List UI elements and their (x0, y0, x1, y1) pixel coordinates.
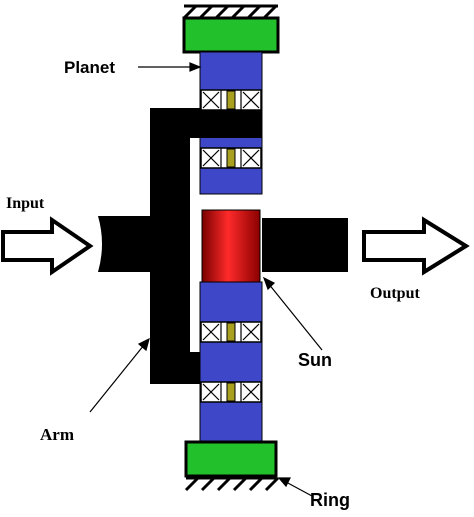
ring-leader (285, 481, 313, 497)
input-shaft (98, 216, 150, 272)
arm-label: Arm (40, 425, 74, 444)
bottom-ground-hatch-icon (184, 476, 280, 492)
planet-leader-arrowhead-icon (189, 62, 202, 72)
output-shaft (262, 218, 348, 272)
arm-leader (89, 344, 145, 413)
bearing-icon (200, 89, 262, 111)
planet-bottom (199, 281, 263, 443)
bearing-icon (200, 147, 262, 169)
sun-leader (267, 282, 323, 351)
input-label: Input (6, 195, 45, 212)
input-arrow-icon (1, 216, 94, 276)
sun-leader-arrowhead-icon (262, 276, 276, 291)
ring-leader-arrowhead-icon (277, 477, 291, 488)
top-ground-hatch-icon (182, 4, 278, 20)
bearing-icon (200, 321, 262, 343)
arm-leader-arrowhead-icon (137, 337, 150, 352)
bearing-icon (200, 381, 262, 403)
planet-label: Planet (64, 58, 115, 77)
arm (150, 108, 262, 384)
ring-top (182, 16, 280, 54)
output-arrow-icon (362, 216, 470, 276)
ring-bottom (184, 440, 278, 478)
sun-label: Sun (298, 350, 332, 370)
output-label: Output (370, 285, 420, 302)
ring-label: Ring (310, 490, 350, 510)
sun-gear (201, 209, 261, 283)
